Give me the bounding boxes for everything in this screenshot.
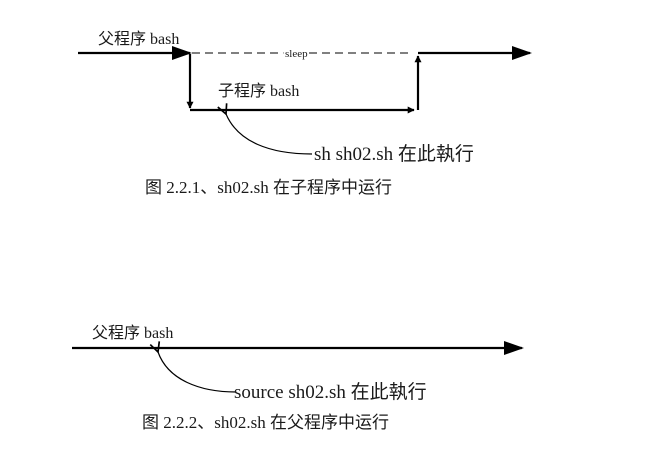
sleep-label: sleep [285, 48, 308, 60]
annotation-curve-arrow [158, 352, 237, 393]
parent-bash-label: 父程序 bash [92, 324, 173, 342]
figure-caption: 图 2.2.2、sh02.sh 在父程序中运行 [142, 413, 389, 432]
child-bash-label: 子程序 bash [218, 82, 299, 100]
diagram-source: 父程序 bash source sh02.sh 在此執行 图 2.2.2、sh0… [72, 324, 524, 432]
figure-caption: 图 2.2.1、sh02.sh 在子程序中运行 [145, 178, 392, 197]
annotation-curve-arrow [226, 114, 313, 155]
diagram-subprocess: 父程序 bash sleep 子程序 bash sh sh02.sh 在此執行 … [78, 30, 532, 197]
annotation-text: source sh02.sh 在此執行 [234, 381, 427, 403]
annotation-text: sh sh02.sh 在此執行 [314, 143, 474, 165]
parent-bash-label: 父程序 bash [98, 30, 179, 48]
